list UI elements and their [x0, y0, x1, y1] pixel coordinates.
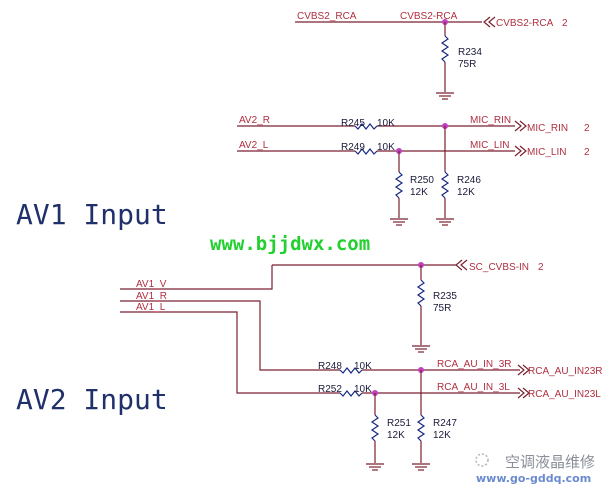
net-label: AV1_V [136, 279, 167, 290]
ground-icon [435, 218, 455, 226]
watermark-name: 空调液晶维修 [505, 453, 595, 471]
resistor-ref: R235 [433, 291, 457, 302]
port-label: RCA_AU_IN23R [528, 366, 602, 377]
resistor-ref: R247 [433, 418, 457, 429]
net-label: MIC_RIN [470, 115, 511, 126]
resistor-value: 12K [457, 187, 475, 198]
net-label: AV2_L [239, 140, 269, 151]
ground-icon [389, 218, 409, 226]
port-label: MIC_RIN [527, 123, 568, 134]
wechat-icon [475, 453, 489, 467]
resistor-ref: R248 [318, 361, 342, 372]
page-ref: 2 [562, 18, 568, 29]
resistor-value: 10K [354, 361, 372, 372]
resistor-value: 12K [387, 430, 405, 441]
resistor-value: 12K [433, 430, 451, 441]
resistor-value: 10K [377, 118, 395, 129]
resistor-value: 10K [354, 384, 372, 395]
corner-watermark: 空调液晶维修 www.go-gddq.com [475, 453, 595, 485]
port-label: RCA_AU_IN23L [528, 389, 601, 400]
resistor-value: 10K [377, 142, 395, 153]
net-label: AV1_R [136, 291, 167, 302]
resistor-ref: R245 [341, 118, 365, 129]
av1-net: SC_CVBS-IN 2 AV1_V AV1_R AV1_L R235 75R … [120, 259, 602, 471]
cvbs2-net: CVBS2_RCA CVBS2-RCA CVBS2-RCA 2 R234 75R [295, 11, 568, 100]
net-label: RCA_AU_IN_3R [437, 359, 511, 370]
resistor-value: 75R [433, 303, 451, 314]
ground-icon [411, 463, 431, 471]
net-label: CVBS2-RCA [400, 11, 458, 22]
resistor-ref: R251 [387, 418, 411, 429]
resistor-ref: R250 [410, 175, 434, 186]
resistor-value: 75R [458, 59, 476, 70]
page-ref: 2 [584, 147, 590, 158]
resistor-value: 12K [410, 187, 428, 198]
av1-input-title: AV1 Input [16, 198, 168, 231]
port-label: SC_CVBS-IN [469, 262, 529, 273]
resistor-ref: R234 [458, 47, 482, 58]
page-ref: 2 [584, 123, 590, 134]
website-watermark: www.bjjdwx.com [210, 233, 370, 255]
av2-audio-net: AV2_R AV2_L R245 10K R249 10K MIC_RIN MI… [237, 115, 590, 226]
port-label: CVBS2-RCA [496, 18, 554, 29]
resistor-ref: R246 [457, 175, 481, 186]
net-label: CVBS2_RCA [297, 11, 357, 22]
watermark-url: www.go-gddq.com [476, 472, 591, 485]
net-label: RCA_AU_IN_3L [437, 382, 510, 393]
net-label: MIC_LIN [470, 140, 509, 151]
port-label: MIC_LIN [527, 147, 566, 158]
av2-input-title: AV2 Input [16, 383, 168, 416]
net-label: AV2_R [239, 115, 270, 126]
ground-icon [411, 345, 431, 353]
resistor-ref: R252 [318, 384, 342, 395]
ground-icon [435, 92, 455, 100]
ground-icon [365, 463, 385, 471]
page-ref: 2 [538, 262, 544, 273]
net-label: AV1_L [136, 302, 166, 313]
resistor-ref: R249 [341, 142, 365, 153]
